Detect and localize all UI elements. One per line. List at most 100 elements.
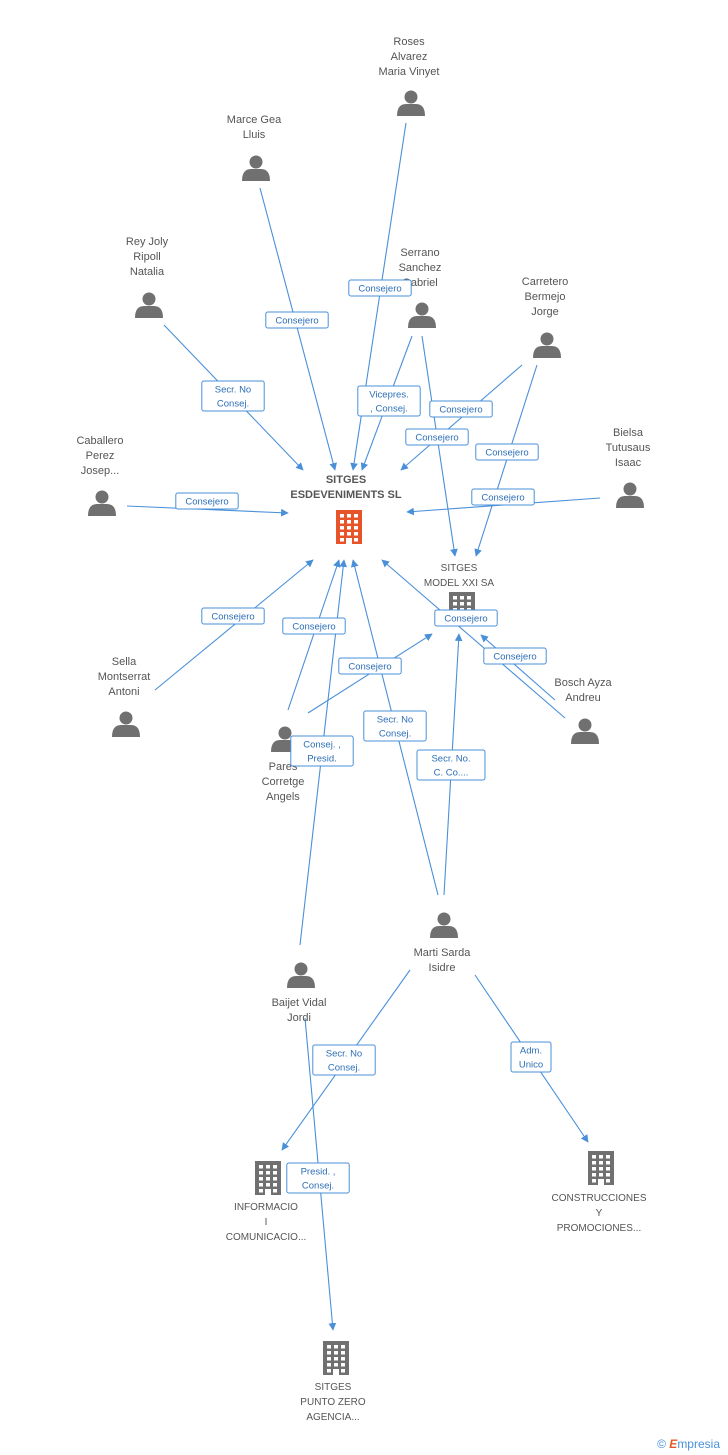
edge-label-text: Consej. (302, 1181, 334, 1192)
node-label-line: ESDEVENIMENTS SL (290, 489, 402, 501)
edge-label-text: Presid. (307, 754, 337, 765)
edge-label-text: Consejero (185, 497, 228, 508)
company-node-constr[interactable]: CONSTRUCCIONESYPROMOCIONES... (551, 1151, 647, 1234)
edge-label-text: Consejero (485, 448, 528, 459)
node-label-line: Lluis (243, 129, 266, 141)
edge-label[interactable]: Presid. , Consej. (286, 1162, 350, 1194)
person-icon (616, 482, 644, 508)
edge-label[interactable]: Consejero (405, 428, 469, 446)
edge-label[interactable]: Consejero (201, 607, 265, 625)
edge-label-box (483, 647, 547, 665)
edge-label[interactable]: Consejero (483, 647, 547, 665)
edge-label[interactable]: Vicepres., Consej. (357, 385, 421, 417)
edge-label-text: Consej. (379, 729, 411, 740)
edge-label-box (429, 400, 493, 418)
node-label-line: PUNTO ZERO (300, 1397, 366, 1408)
building-icon (255, 1161, 281, 1195)
node-label-line: Carretero (522, 276, 568, 288)
edge-label-text: Consejero (211, 612, 254, 623)
person-icon (533, 332, 561, 358)
brand-name: mpresia (677, 1437, 720, 1451)
edge-label[interactable]: Consej. ,Presid. (290, 735, 354, 767)
node-label-line: Bosch Ayza (554, 677, 612, 689)
edge-label-box (363, 710, 427, 742)
edge-label-box (357, 385, 421, 417)
node-label-line: Jordi (287, 1012, 311, 1024)
edge-label-text: Presid. , (301, 1167, 336, 1178)
node-label-line: Jorge (531, 306, 559, 318)
person-icon (88, 490, 116, 516)
person-icon (287, 962, 315, 988)
node-label-line: SITGES (315, 1382, 352, 1393)
edge-label[interactable]: Consejero (282, 617, 346, 635)
person-icon (242, 155, 270, 181)
edge-label[interactable]: Consejero (434, 609, 498, 627)
edge-label[interactable]: Consejero (471, 488, 535, 506)
node-label-line: I (265, 1217, 268, 1228)
node-label-line: Isidre (429, 962, 456, 974)
edge-label[interactable]: Adm. Unico (510, 1041, 552, 1073)
company-node-info[interactable]: INFORMACIOICOMUNICACIO... (226, 1161, 307, 1243)
edge-label[interactable]: Consejero (348, 279, 412, 297)
edge-label-box (471, 488, 535, 506)
node-label-line: Isaac (615, 457, 642, 469)
node-label-line: SITGES (441, 563, 478, 574)
relation-edge (381, 559, 566, 719)
node-label-line: Maria Vinyet (379, 66, 440, 78)
edge-label[interactable]: Consejero (338, 657, 402, 675)
node-label-line: Andreu (565, 692, 600, 704)
edge-label-text: Unico (519, 1060, 543, 1071)
edge-label-text: Consejero (481, 493, 524, 504)
node-label-line: Antoni (108, 686, 139, 698)
node-label-line: Bermejo (525, 291, 566, 303)
person-icon (397, 90, 425, 116)
node-label-line: SITGES (326, 474, 366, 486)
node-label-line: Tutusaus (606, 442, 651, 454)
building-icon (588, 1151, 614, 1185)
person-icon (408, 302, 436, 328)
edge-label[interactable]: Consejero (175, 492, 239, 510)
relation-edge (287, 559, 341, 711)
company-node-main[interactable]: SITGES ESDEVENIMENTS SL (290, 474, 402, 544)
person-icon (112, 711, 140, 737)
edge-label[interactable]: Consejero (265, 311, 329, 329)
edge-label-box (286, 1162, 350, 1194)
edge-label-text: Consejero (348, 662, 391, 673)
node-label-line: Ripoll (133, 251, 161, 263)
relation-edge (480, 634, 556, 701)
relation-edge (154, 559, 314, 691)
person-node-caballero[interactable]: CaballeroPerezJosep... (76, 435, 124, 516)
edge-label-text: Secr. No (215, 385, 251, 396)
edge-label-box (201, 380, 265, 412)
node-label-line: Alvarez (391, 51, 428, 63)
edge-label-text: Secr. No (326, 1049, 362, 1060)
relation-edge (421, 335, 458, 557)
edge-label[interactable]: Consejero (429, 400, 493, 418)
edge-label[interactable]: Secr. No.C. Co.... (416, 749, 486, 781)
node-label-line: Y (596, 1208, 603, 1219)
node-label-line: Roses (393, 36, 425, 48)
edge-label-box (338, 657, 402, 675)
node-label-line: Rey Joly (126, 236, 169, 248)
edge-label[interactable]: Consejero (475, 443, 539, 461)
edge-label-box (510, 1041, 552, 1073)
building-icon (323, 1341, 349, 1375)
edge-label-text: Adm. (520, 1046, 542, 1057)
edge-label-text: Consejero (415, 433, 458, 444)
